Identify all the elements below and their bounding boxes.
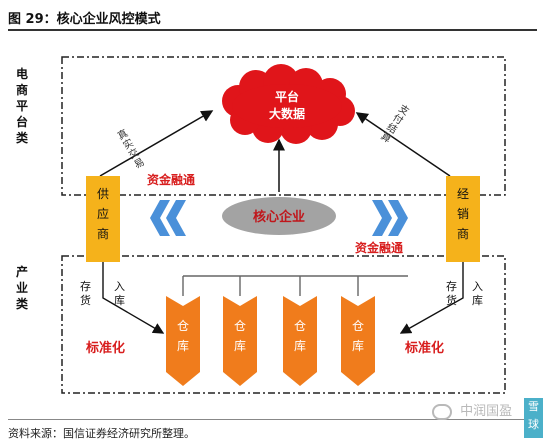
warehouse-2: 仓库 xyxy=(223,296,257,386)
platform-region xyxy=(61,56,506,196)
xueqiu-badge: 雪 球 xyxy=(524,398,543,438)
right-chevron-icon xyxy=(372,200,408,236)
finance-label-top: 资金融通 xyxy=(147,172,195,187)
warehouse-label: 仓库 xyxy=(234,319,246,353)
left-chevron-icon xyxy=(150,200,186,236)
left-inventory-label: 存货 xyxy=(80,279,91,307)
title-divider xyxy=(8,29,537,31)
standardize-left-label: 标准化 xyxy=(85,340,125,356)
distributor-box xyxy=(446,176,480,262)
supplier-box xyxy=(86,176,120,262)
left-inbound-label: 入库 xyxy=(114,280,125,307)
industry-region xyxy=(61,255,506,394)
core-enterprise-label: 核心企业 xyxy=(253,209,305,225)
cloud-label-line1: 平台 xyxy=(275,89,299,104)
core-enterprise-ellipse xyxy=(222,197,336,235)
watermark: 中润国盈 xyxy=(432,400,512,420)
distributor-inventory-arrow xyxy=(399,262,464,334)
industry-section-label: 产业类 xyxy=(16,264,29,311)
supplier-to-cloud-arrow xyxy=(99,110,214,177)
supplier-inventory-arrow xyxy=(102,262,165,334)
figure-title: 图 29：核心企业风控模式 xyxy=(8,12,161,27)
footer-divider xyxy=(8,419,537,420)
warehouse-label: 仓库 xyxy=(177,319,189,353)
supplier-label: 供应商 xyxy=(97,187,109,241)
watermark-text: 中润国盈 xyxy=(460,404,513,419)
finance-label-bottom: 资金融通 xyxy=(355,240,403,255)
warehouse-label: 仓库 xyxy=(294,319,306,353)
distributor-label: 经销商 xyxy=(457,187,469,241)
standardize-right-label: 标准化 xyxy=(404,340,444,356)
platform-section-label: 电商平台类 xyxy=(16,66,29,145)
platform-bigdata-cloud: 平台 大数据 xyxy=(222,64,355,144)
warehouse-3: 仓库 xyxy=(283,296,317,386)
wechat-icon xyxy=(432,403,452,420)
warehouse-1: 仓库 xyxy=(166,296,200,386)
right-inbound-label: 入库 xyxy=(472,280,483,307)
warehouse-4: 仓库 xyxy=(341,296,375,386)
source-note: 资料来源：国信证券经济研究所整理。 xyxy=(8,427,195,440)
distributor-to-cloud-arrow xyxy=(355,112,451,177)
warehouse-label: 仓库 xyxy=(352,319,364,353)
right-inventory-label: 存货 xyxy=(446,279,457,307)
cloud-label-line2: 大数据 xyxy=(269,106,305,121)
warehouse-group: 仓库 仓库 仓库 仓库 xyxy=(166,296,375,386)
